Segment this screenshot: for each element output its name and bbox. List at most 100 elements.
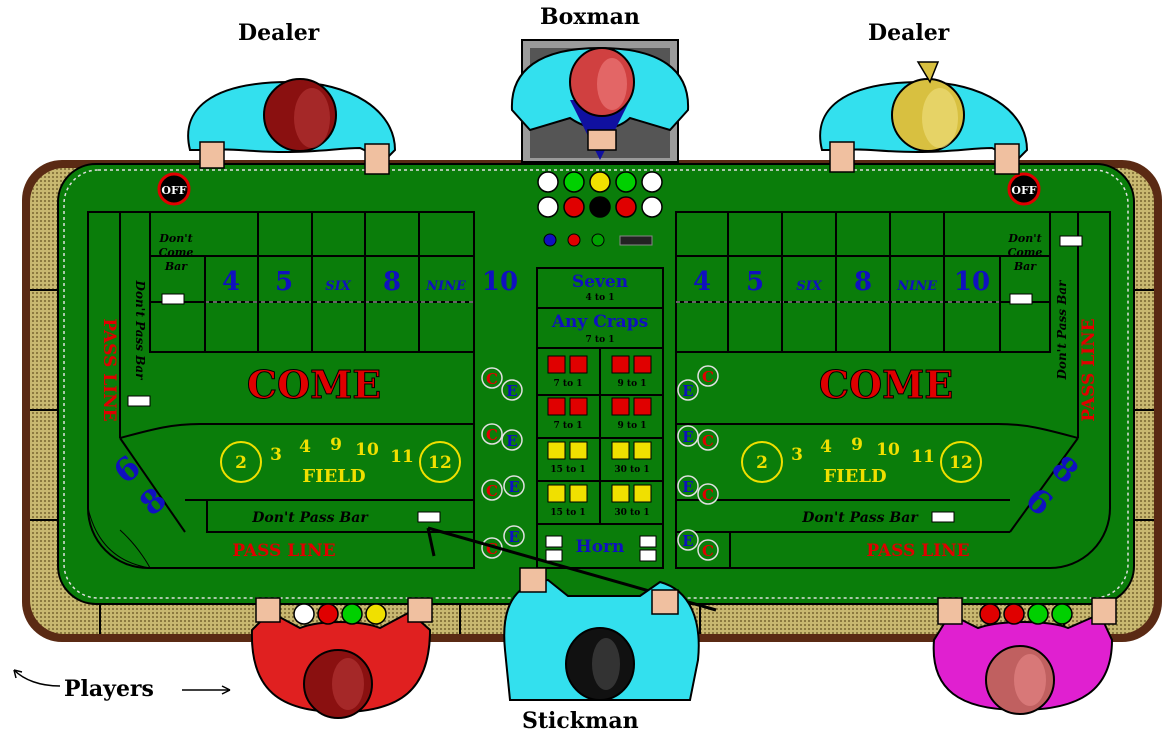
off-puck-left: OFF xyxy=(157,172,191,206)
field-number-right-2: 4 xyxy=(820,437,832,457)
field-number-right-0: 2 xyxy=(756,453,768,473)
bar-dice-0 xyxy=(161,293,185,305)
field-label-right: FIELD xyxy=(823,466,886,487)
dealer-right-label: Dealer xyxy=(868,20,950,46)
ce-letter-left-c2: C xyxy=(486,482,498,500)
right-layout xyxy=(675,211,1111,569)
any-craps-odds: 7 to 1 xyxy=(586,335,615,345)
any-craps-label: Any Craps xyxy=(551,312,648,332)
hardway-die xyxy=(633,441,652,460)
bar-dice-2 xyxy=(127,395,151,407)
hardway-odds-4: 15 to 1 xyxy=(550,465,585,475)
dont-come-bar-left-2: Bar xyxy=(164,260,188,273)
dont-pass-bar-left-vertical: Don't Pass Bar xyxy=(133,280,147,382)
hardway-die xyxy=(569,355,588,374)
hardway-die xyxy=(569,397,588,416)
ce-circle-right-c1 xyxy=(697,429,719,451)
field-circle-0 xyxy=(220,441,262,483)
stickman-label: Stickman xyxy=(522,708,639,734)
dont-pass-bar-left: Don't Pass Bar xyxy=(251,510,369,526)
horn-die-1 xyxy=(545,549,563,562)
field-number-right-6: 12 xyxy=(949,453,973,473)
boxman-label: Boxman xyxy=(540,4,640,30)
ce-letter-left-e2: E xyxy=(508,478,519,496)
bar-dice-5 xyxy=(931,511,955,523)
dont-come-bar-right-2: Bar xyxy=(1013,260,1037,273)
dealer-right-figure xyxy=(819,61,1029,175)
field-number-right-4: 10 xyxy=(876,440,900,460)
players-label: Players xyxy=(64,676,154,702)
off-puck-left-text: OFF xyxy=(161,184,186,197)
hardway-die xyxy=(547,397,566,416)
point-number-right-3: 8 xyxy=(854,267,872,297)
field-number-left-2: 4 xyxy=(299,437,311,457)
point-number-left-4: NINE xyxy=(425,279,467,294)
horn-label: Horn xyxy=(576,537,625,557)
hardway-die xyxy=(611,397,630,416)
ce-circle-right-e1 xyxy=(677,425,699,447)
horn-die-0 xyxy=(545,535,563,548)
hardway-die xyxy=(569,484,588,503)
off-puck-right-text: OFF xyxy=(1011,184,1036,197)
dont-come-bar-right-0: Don't xyxy=(1007,232,1041,245)
hardway-die xyxy=(547,484,566,503)
field-number-left-5: 11 xyxy=(390,447,414,467)
hardway-die xyxy=(547,441,566,460)
field-number-right-1: 3 xyxy=(791,445,803,465)
come-right: COME xyxy=(819,362,953,407)
field-circle-3 xyxy=(940,441,982,483)
dont-come-bar-right-1: Come xyxy=(1008,246,1043,259)
point-number-right-0: 4 xyxy=(693,267,711,297)
ce-circle-left-e2 xyxy=(503,475,525,497)
dealer-left-figure xyxy=(187,78,397,175)
field-circle-2 xyxy=(741,441,783,483)
field-number-right-3: 9 xyxy=(851,435,863,455)
ce-circle-right-e2 xyxy=(677,475,699,497)
ce-circle-right-e0 xyxy=(677,379,699,401)
field-number-right-5: 11 xyxy=(911,447,935,467)
come-left: COME xyxy=(247,362,381,407)
ce-circle-left-c0 xyxy=(481,367,503,389)
ce-letter-right-e2: E xyxy=(682,478,693,496)
ce-letter-left-e1: E xyxy=(506,432,517,450)
center-layout xyxy=(536,267,664,569)
ce-letter-left-c3: C xyxy=(486,540,498,558)
players-arrows xyxy=(13,669,231,695)
bar-dice-4 xyxy=(417,511,441,523)
point-number-left-0: 4 xyxy=(222,267,240,297)
ce-letter-right-c3: C xyxy=(702,542,714,560)
field-number-left-6: 12 xyxy=(428,453,452,473)
ce-circle-right-c3 xyxy=(697,539,719,561)
left-layout xyxy=(87,211,475,569)
ce-circle-right-e3 xyxy=(677,529,699,551)
hardway-die xyxy=(611,484,630,503)
hardway-die xyxy=(633,397,652,416)
point-number-right-4: NINE xyxy=(896,279,938,294)
chip-rack xyxy=(537,171,663,247)
field-number-left-4: 10 xyxy=(355,440,379,460)
player-left-figure xyxy=(250,597,433,719)
ce-circle-left-e1 xyxy=(501,429,523,451)
dont-pass-bar-right: Don't Pass Bar xyxy=(801,510,919,526)
hardway-die xyxy=(611,355,630,374)
horn-die-2 xyxy=(639,535,657,548)
point-number-left-2: SIX xyxy=(325,279,351,294)
seven-label: Seven xyxy=(572,272,628,292)
point-number-left-3: 8 xyxy=(383,267,401,297)
point-number-right-2: SIX xyxy=(796,279,822,294)
hardway-die xyxy=(633,355,652,374)
field-number-left-0: 2 xyxy=(235,453,247,473)
ce-circle-right-c0 xyxy=(697,365,719,387)
hardway-die xyxy=(633,484,652,503)
ce-circle-left-e0 xyxy=(501,379,523,401)
bar-dice-1 xyxy=(1009,293,1033,305)
ce-letter-left-c0: C xyxy=(486,370,498,388)
point-number-right-1: 5 xyxy=(746,267,764,297)
ce-letter-left-e3: E xyxy=(508,528,519,546)
ce-circle-left-e3 xyxy=(503,525,525,547)
bar-dice-3 xyxy=(1059,235,1083,247)
hardway-odds-6: 15 to 1 xyxy=(550,508,585,518)
field-number-left-1: 3 xyxy=(270,445,282,465)
